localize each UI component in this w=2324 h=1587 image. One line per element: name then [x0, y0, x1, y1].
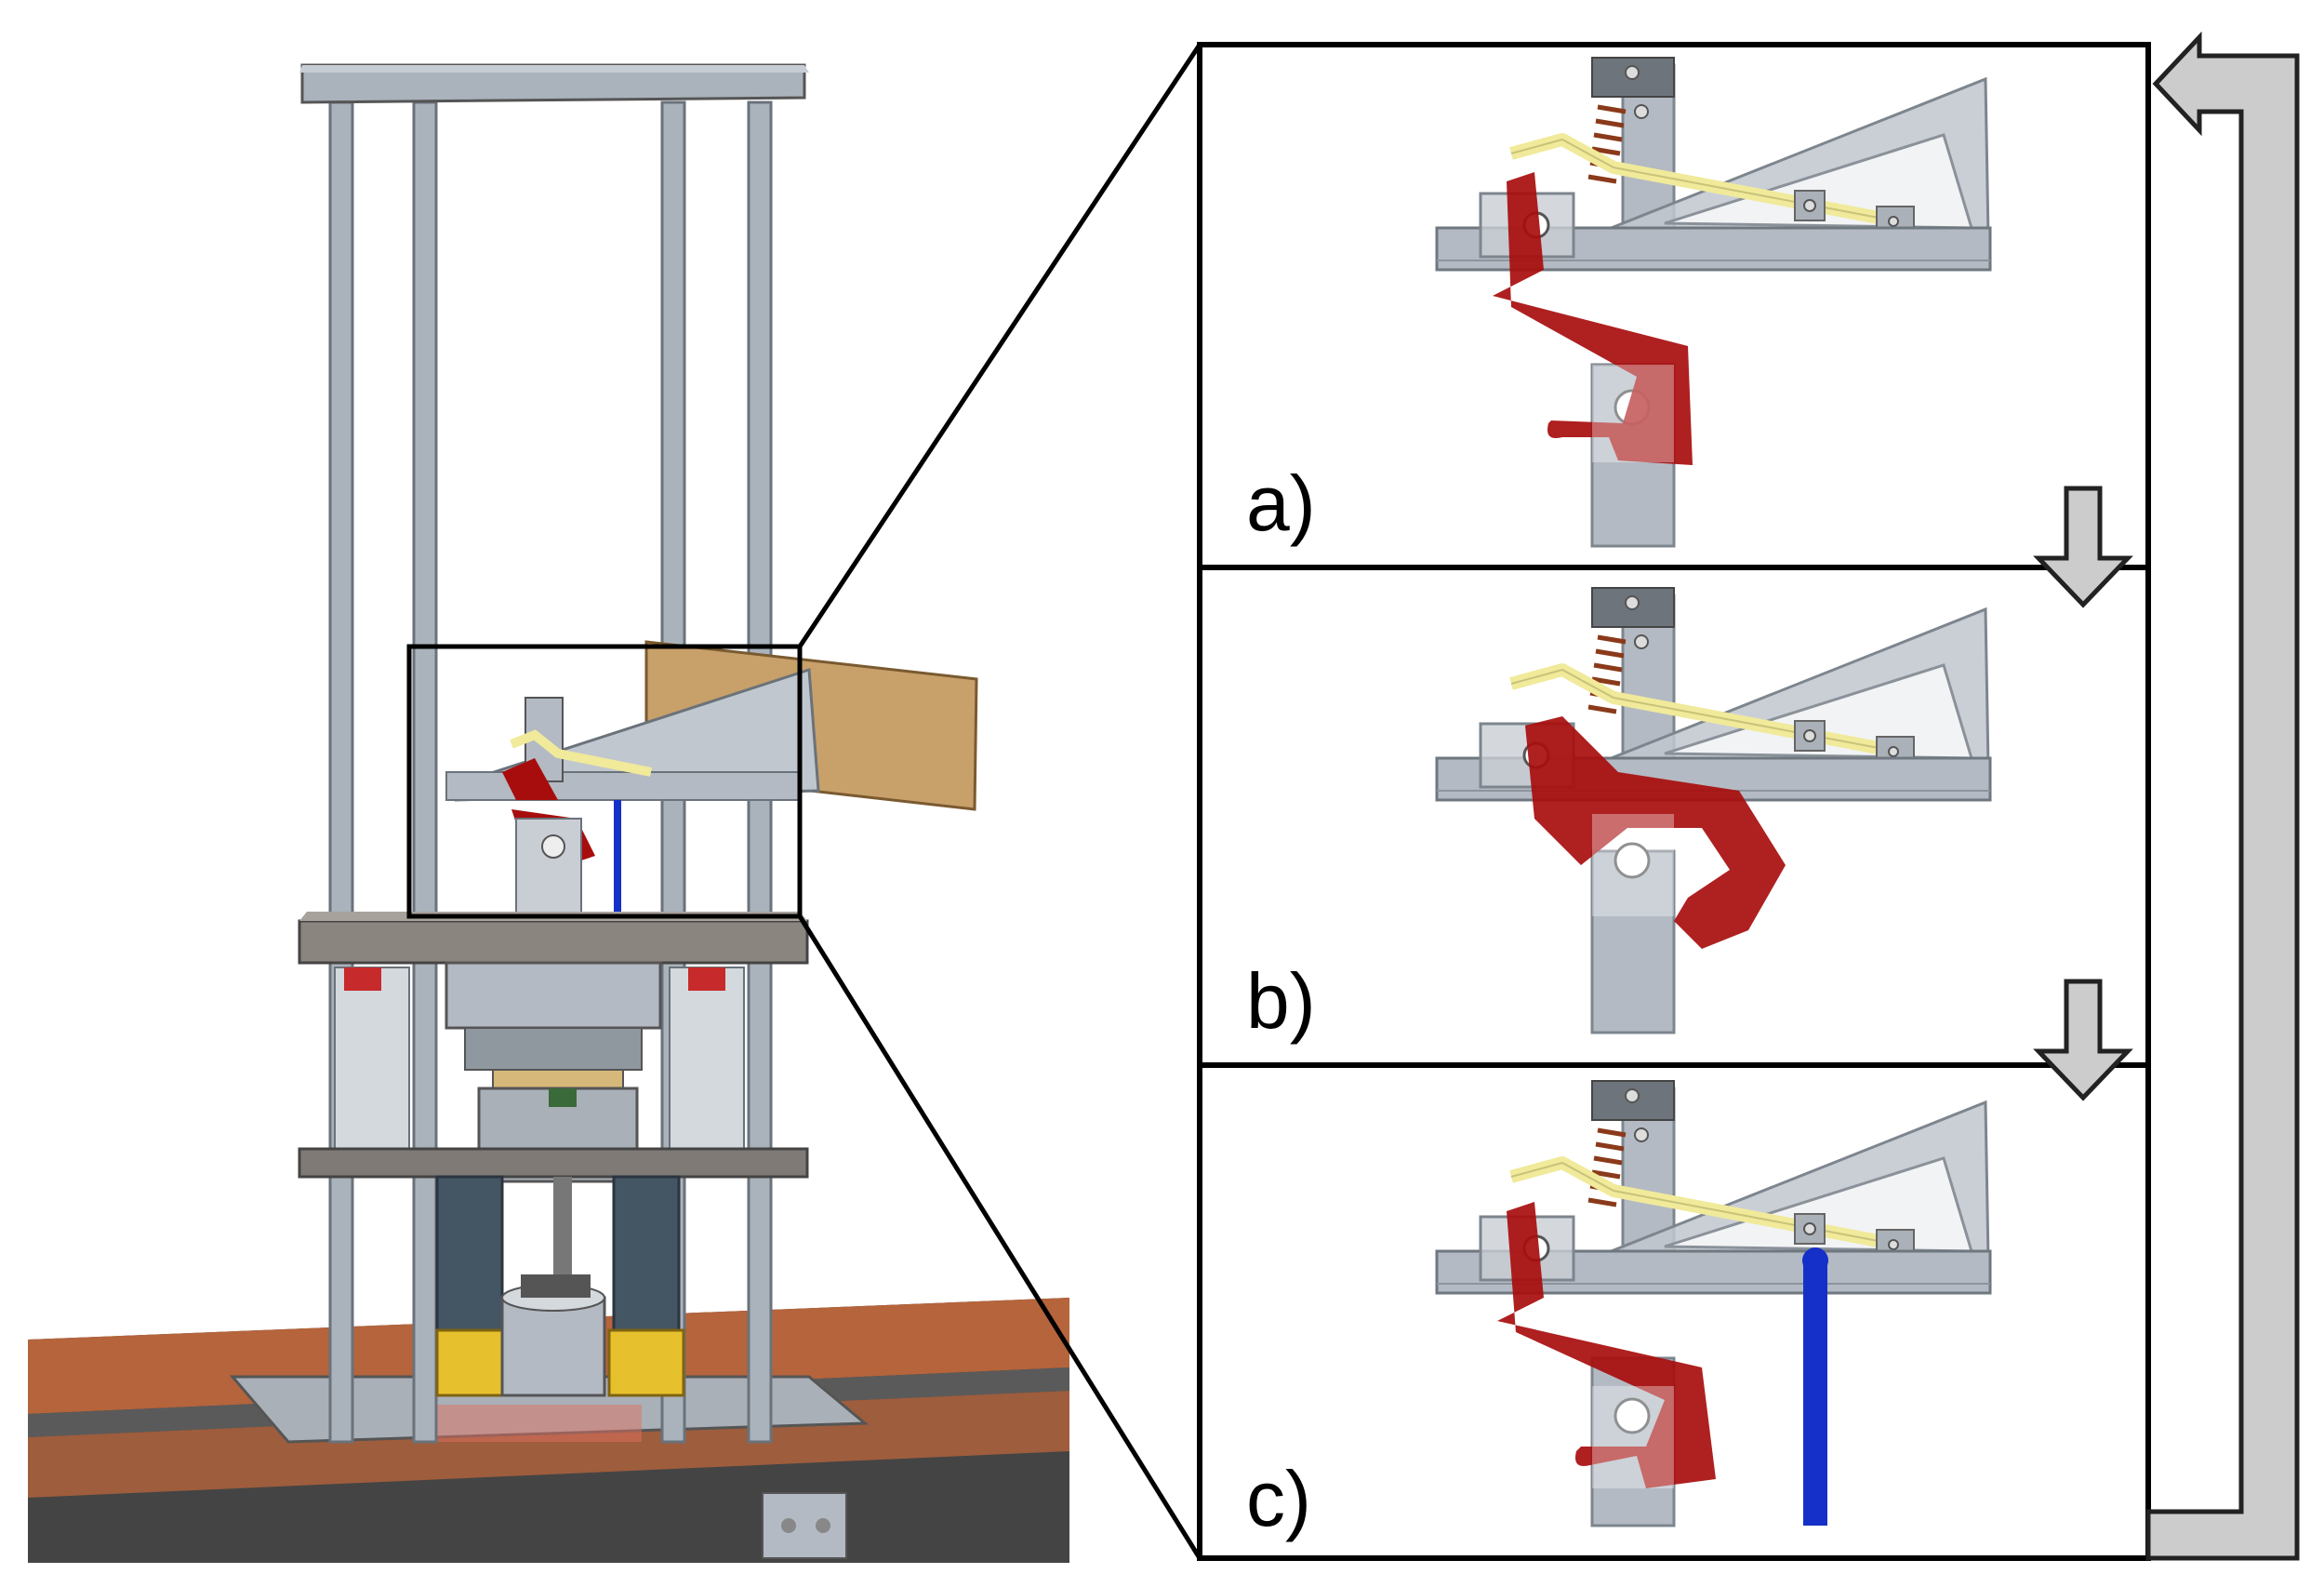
panel-c: c) [1246, 1081, 1990, 1542]
panel-label-c: c) [1246, 1455, 1311, 1542]
test-rig-illustration [28, 63, 1069, 1563]
zoom-region-box [406, 644, 803, 919]
zoom-line-top [797, 43, 1202, 648]
panel-a: a) [1246, 58, 1990, 548]
panel-b: b) [1246, 588, 1990, 1045]
zoom-line-bottom [797, 914, 1202, 1560]
return-loop-arrow-icon [2145, 31, 2300, 1561]
panel-label-a: a) [1246, 460, 1316, 547]
panel-label-b: b) [1246, 957, 1316, 1045]
